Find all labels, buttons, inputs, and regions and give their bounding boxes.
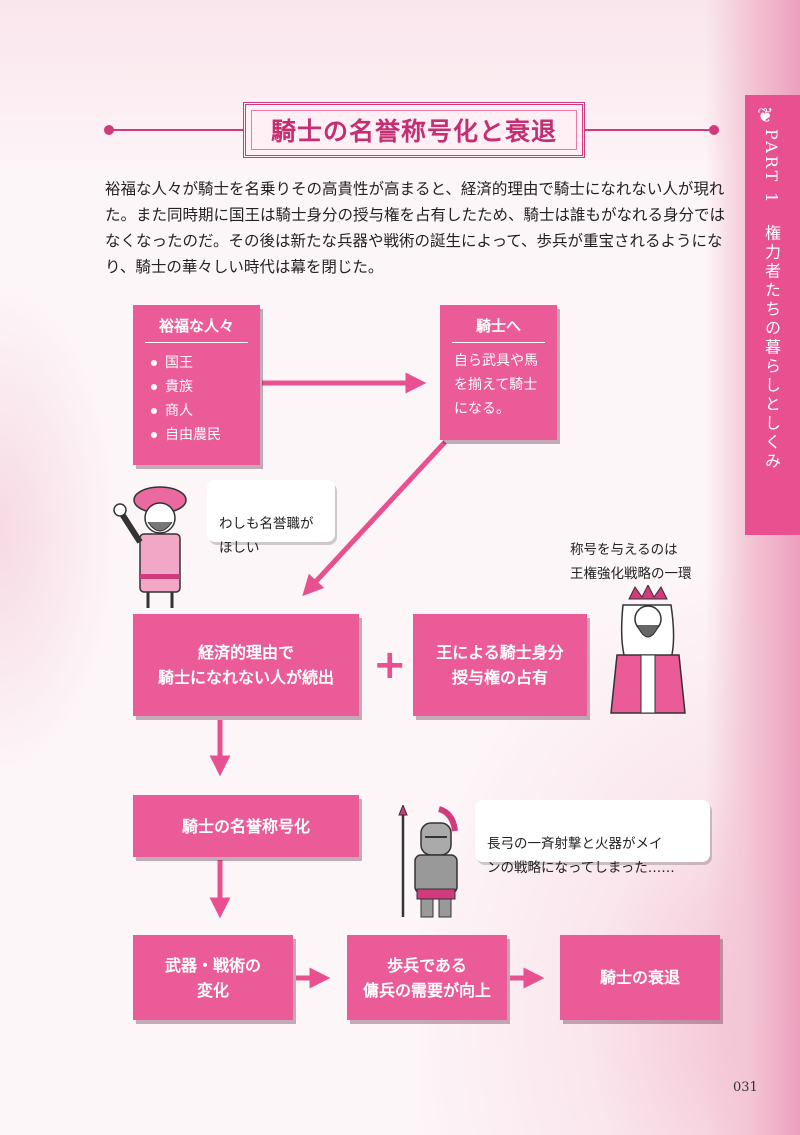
- list-item: 商人: [151, 399, 260, 423]
- knight-decline-text: 騎士の衰退: [599, 968, 680, 987]
- list-item: 貴族: [151, 375, 260, 399]
- become-knight-text: 自ら武具や馬 を揃えて騎士 になる。: [454, 353, 538, 417]
- wealthy-people-list: 国王 貴族 商人 自由農民: [133, 351, 260, 447]
- title-banner: 騎士の名誉称号化と衰退: [243, 102, 585, 158]
- honorary-title-text: 騎士の名誉称号化: [181, 816, 310, 836]
- knight-decline-box: 騎士の衰退: [560, 935, 720, 1020]
- king-right-box: 王による騎士身分 授与権の占有: [413, 614, 587, 716]
- king-speech-bubble: 称号を与えるのは 王権強化戦略の一環: [558, 506, 728, 582]
- rule-cap: [709, 125, 719, 135]
- list-item: 国王: [151, 351, 260, 375]
- king-speech-text: 称号を与えるのは 王権強化戦略の一環: [570, 542, 692, 582]
- rule-cap: [104, 125, 114, 135]
- become-knight-heading: 騎士へ: [452, 305, 545, 343]
- armored-knight-illustration: [398, 805, 458, 918]
- title-rule-right: [585, 125, 719, 135]
- merchant-speech-text: わしも名誉職が ほしい: [219, 516, 314, 556]
- merchant-speech-bubble: わしも名誉職が ほしい: [207, 480, 335, 556]
- king-illustration: [610, 585, 686, 714]
- wealthy-people-box: 裕福な人々 国王 貴族 商人 自由農民: [133, 305, 260, 465]
- title-rule-left: [104, 125, 243, 135]
- page-title: 騎士の名誉称号化と衰退: [270, 117, 557, 146]
- plus-sign: +: [373, 642, 407, 688]
- weapons-change-box: 武器・戦術の 変化: [133, 935, 293, 1020]
- weapons-change-text: 武器・戦術の 変化: [164, 955, 261, 1000]
- intro-paragraph: 裕福な人々が騎士を名乗りその高貴性が高まると、経済的理由で騎士になれない人が現れ…: [105, 180, 726, 276]
- page-number: 031: [733, 1080, 758, 1095]
- part-side-tab: ❦ PART 1 権力者たちの暮らしとしくみ: [745, 95, 800, 535]
- part-label: PART 1 権力者たちの暮らしとしくみ: [762, 129, 781, 472]
- background-left-fade: [0, 280, 120, 780]
- honorary-title-box: 騎士の名誉称号化: [133, 795, 359, 857]
- knight-speech-bubble: 長弓の一斉射撃と火器がメイ ンの戦略になってしまった……: [475, 800, 710, 876]
- arrow-knight-to-economic: [302, 440, 447, 597]
- infantry-demand-box: 歩兵である 傭兵の需要が向上: [347, 935, 507, 1020]
- infantry-demand-text: 歩兵である 傭兵の需要が向上: [362, 955, 491, 1000]
- become-knight-box: 騎士へ 自ら武具や馬 を揃えて騎士 になる。: [440, 305, 557, 440]
- list-item: 自由農民: [151, 423, 260, 447]
- leaf-ornament-icon: ❦: [757, 103, 774, 127]
- merchant-illustration: [113, 486, 187, 608]
- king-right-text: 王による騎士身分 授与権の占有: [436, 643, 564, 687]
- economic-reason-box: 経済的理由で 騎士になれない人が続出: [133, 614, 359, 716]
- economic-reason-text: 経済的理由で 騎士になれない人が続出: [157, 643, 334, 687]
- knight-speech-text: 長弓の一斉射撃と火器がメイ ンの戦略になってしまった……: [487, 836, 675, 876]
- wealthy-people-heading: 裕福な人々: [145, 305, 248, 343]
